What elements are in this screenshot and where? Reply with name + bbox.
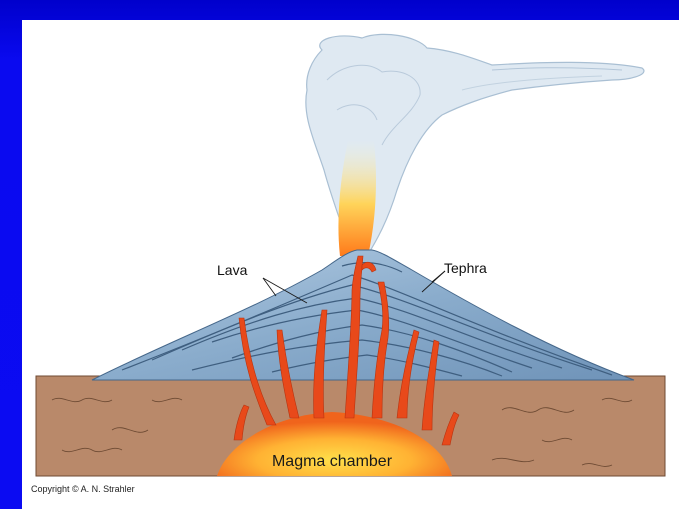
tephra-label: Tephra — [444, 260, 487, 276]
volcano-diagram — [22, 20, 679, 509]
lava-label: Lava — [217, 262, 247, 278]
magma-chamber-label: Magma chamber — [222, 453, 442, 471]
volcanic-cone — [92, 250, 634, 380]
diagram-panel: Lava Tephra Magma chamber Copyright © A.… — [22, 20, 679, 509]
copyright-text: Copyright © A. N. Strahler — [31, 484, 135, 494]
eruption-plume — [306, 34, 644, 256]
